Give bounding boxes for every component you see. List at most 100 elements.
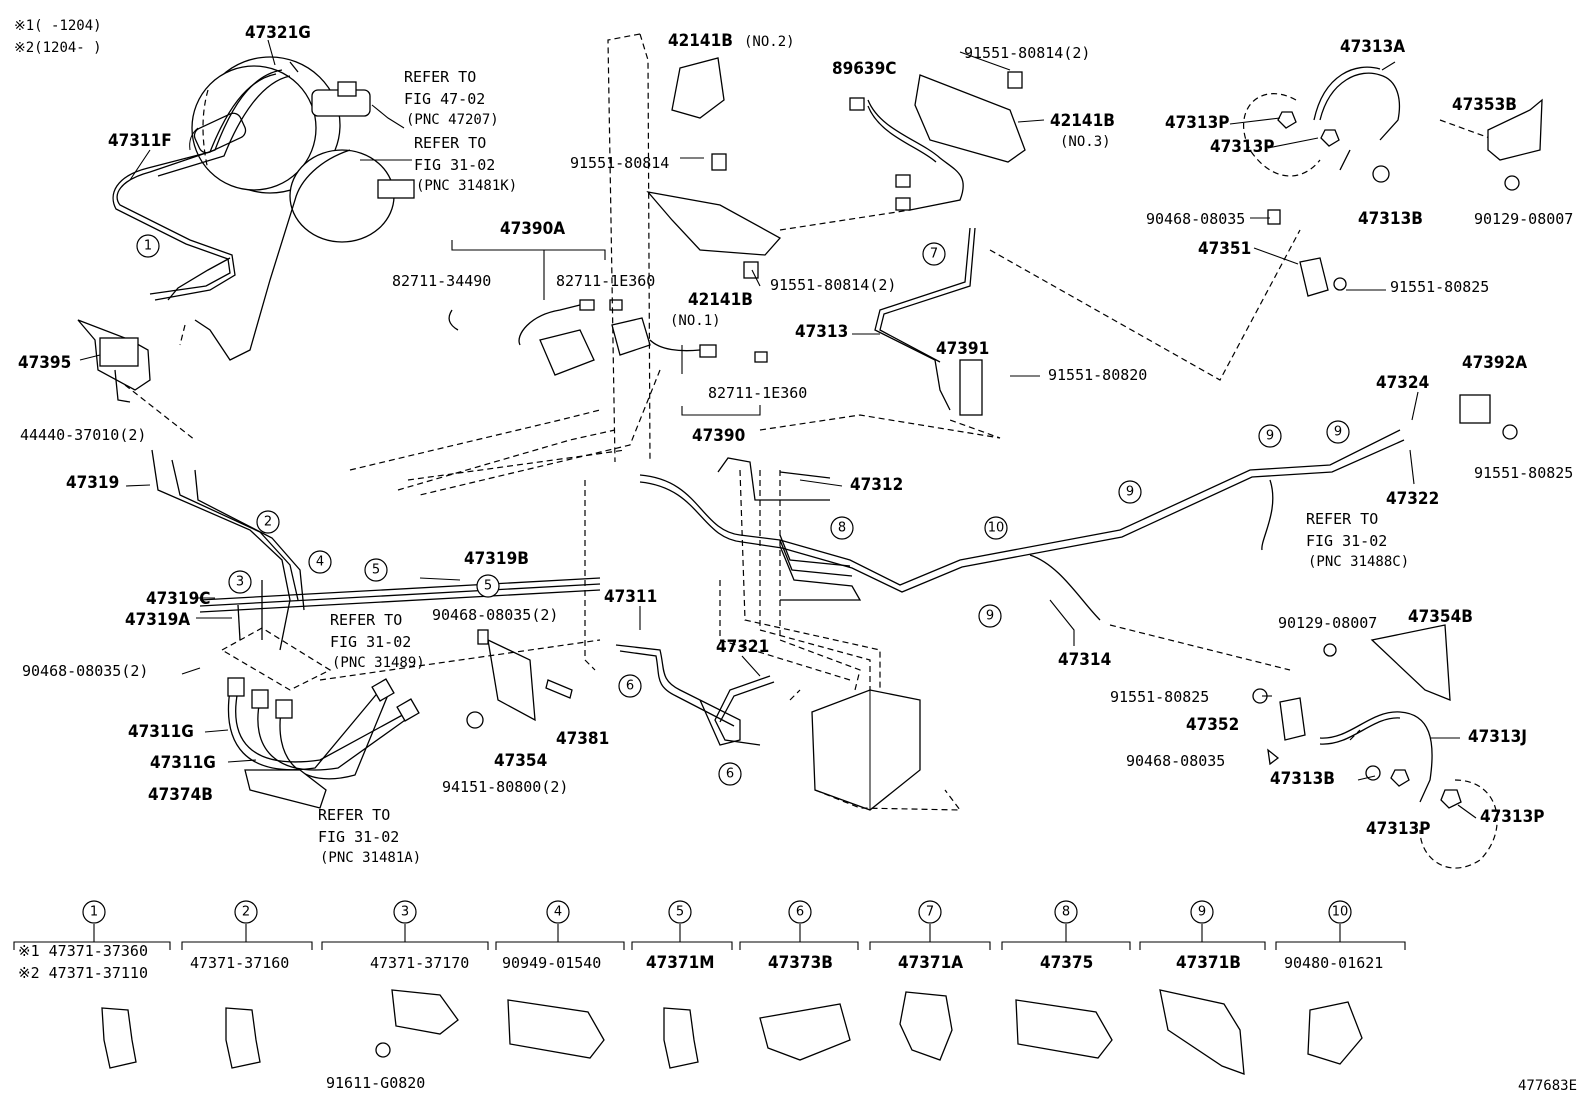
part-47374B[interactable]: 47374B	[148, 785, 213, 805]
part-91551-80820[interactable]: 91551-80820	[1048, 366, 1147, 384]
callout-5b[interactable]: 5	[476, 574, 500, 598]
tube-47311F	[112, 69, 351, 361]
legend-item-10[interactable]: 10 90480-01621	[1284, 900, 1383, 1065]
part-90468-08035-2a[interactable]: 90468-08035(2)	[22, 662, 148, 680]
part-47313B-a[interactable]: 47313B	[1358, 209, 1423, 229]
part-47313J[interactable]: 47313J	[1468, 727, 1527, 747]
part-47392A[interactable]: 47392A	[1462, 353, 1527, 373]
svg-text:(PNC 31488C): (PNC 31488C)	[1308, 554, 1409, 570]
legend-item-2[interactable]: 2 47371-37160	[190, 900, 289, 1069]
clip-icon-2	[225, 1007, 261, 1069]
part-47319C[interactable]: 47319C	[146, 589, 210, 609]
callout-7[interactable]: 7	[922, 242, 946, 266]
callout-3[interactable]: 3	[228, 570, 252, 594]
part-91551-80825-b[interactable]: 91551-80825	[1474, 464, 1573, 482]
callout-9b[interactable]: 9	[1118, 480, 1142, 504]
part-42141B-no2[interactable]: 42141B	[668, 31, 733, 51]
svg-text:5: 5	[372, 563, 380, 578]
part-47353B[interactable]: 47353B	[1452, 95, 1517, 115]
legend-item-4[interactable]: 4 90949-01540	[502, 900, 605, 1059]
part-91551-80825-c[interactable]: 91551-80825	[1110, 688, 1209, 706]
part-47312[interactable]: 47312	[850, 475, 903, 495]
part-42141B-no3[interactable]: 42141B	[1050, 111, 1115, 131]
part-47313P-d[interactable]: 47313P	[1366, 819, 1430, 839]
part-47381[interactable]: 47381	[556, 729, 609, 749]
refer-note-5[interactable]: REFER TO FIG 31-02 (PNC 31488C)	[1306, 510, 1409, 570]
legend-item-3[interactable]: 3 47371-37170 91611-G0820	[326, 900, 469, 1092]
callout-4[interactable]: 4	[308, 550, 332, 574]
part-47313P-b[interactable]: 47313P	[1210, 137, 1274, 157]
part-47319[interactable]: 47319	[66, 473, 119, 493]
part-90468-08035-a[interactable]: 90468-08035	[1146, 210, 1245, 228]
part-47313P-c[interactable]: 47313P	[1480, 807, 1544, 827]
part-47311F[interactable]: 47311F	[108, 131, 172, 151]
part-47352[interactable]: 47352	[1186, 715, 1239, 735]
legend-item-6[interactable]: 6 47373B	[759, 900, 851, 1061]
part-82711-34490[interactable]: 82711-34490	[392, 272, 491, 290]
part-47395[interactable]: 47395	[18, 353, 71, 373]
legend-item-5[interactable]: 5 47371M	[646, 900, 714, 1069]
part-47311G-2[interactable]: 47311G	[150, 753, 216, 773]
part-91551-80825-a[interactable]: 91551-80825	[1390, 278, 1489, 296]
part-47390A[interactable]: 47390A	[500, 219, 565, 239]
part-47313P-a[interactable]: 47313P	[1165, 113, 1229, 133]
hoses-47311G	[220, 627, 420, 809]
part-82711-1E360-a[interactable]: 82711-1E360	[556, 272, 655, 290]
part-91551-80814[interactable]: 91551-80814	[570, 154, 669, 172]
part-47390[interactable]: 47390	[692, 426, 745, 446]
refer-note-4[interactable]: REFER TO FIG 31-02 (PNC 31481A)	[318, 806, 421, 866]
part-47324[interactable]: 47324	[1376, 373, 1429, 393]
part-47313[interactable]: 47313	[795, 322, 848, 342]
part-47321[interactable]: 47321	[716, 637, 769, 657]
callout-9c[interactable]: 9	[1258, 424, 1282, 448]
part-91551-80814-2b[interactable]: 91551-80814(2)	[770, 276, 896, 294]
callout-9a[interactable]: 9	[978, 604, 1002, 628]
callout-8[interactable]: 8	[830, 516, 854, 540]
part-94151-80800[interactable]: 94151-80800(2)	[442, 778, 568, 796]
part-47311[interactable]: 47311	[604, 587, 657, 607]
svg-text:47373B: 47373B	[768, 953, 833, 973]
part-90468-08035-b[interactable]: 90468-08035	[1126, 752, 1225, 770]
bolt-icon-3	[375, 1042, 391, 1058]
refer-note-1[interactable]: REFER TO FIG 47-02 (PNC 47207)	[404, 68, 499, 128]
bracket-47353B	[1487, 98, 1543, 191]
refer-note-3[interactable]: REFER TO FIG 31-02 (PNC 31489)	[330, 611, 425, 671]
clip-icon-1	[101, 1007, 137, 1069]
part-47354B[interactable]: 47354B	[1408, 607, 1473, 627]
callout-2[interactable]: 2	[256, 510, 280, 534]
legend-item-8[interactable]: 8 47375	[1015, 900, 1113, 1059]
legend-item-7[interactable]: 7 47371A	[898, 900, 963, 1061]
part-90129-08007-a[interactable]: 90129-08007	[1474, 210, 1573, 228]
refer-note-2[interactable]: REFER TO FIG 31-02 (PNC 31481K)	[414, 134, 517, 194]
part-47319A[interactable]: 47319A	[125, 610, 190, 630]
callout-6a[interactable]: 6	[618, 674, 642, 698]
part-47313A[interactable]: 47313A	[1340, 37, 1405, 57]
part-47313B-b[interactable]: 47313B	[1270, 769, 1335, 789]
legend-item-1[interactable]: 1 ※1 47371-37360 ※2 47371-37110	[18, 900, 148, 1069]
callout-5a[interactable]: 5	[364, 558, 388, 582]
callout-10[interactable]: 10	[984, 516, 1008, 540]
dashed-leaders	[124, 33, 1496, 741]
part-47321G[interactable]: 47321G	[245, 23, 311, 43]
part-44440-37010[interactable]: 44440-37010(2)	[20, 426, 146, 444]
callout-6b[interactable]: 6	[718, 762, 742, 786]
callout-circles: 1 2 3 4 5 5 6 6 7 8 9 9 9 9 10	[136, 234, 1350, 786]
part-82711-1E360-b[interactable]: 82711-1E360	[708, 384, 807, 402]
part-89639C[interactable]: 89639C	[832, 59, 896, 79]
part-47354[interactable]: 47354	[494, 751, 547, 771]
callout-9d[interactable]: 9	[1326, 420, 1350, 444]
part-47319B[interactable]: 47319B	[464, 549, 529, 569]
part-47351[interactable]: 47351	[1198, 239, 1251, 259]
part-47322[interactable]: 47322	[1386, 489, 1439, 509]
callout-1[interactable]: 1	[136, 234, 160, 258]
part-42141B-no1[interactable]: 42141B	[688, 290, 753, 310]
part-47391[interactable]: 47391	[936, 339, 989, 359]
part-91551-80814-2a[interactable]: 91551-80814(2)	[964, 44, 1090, 62]
part-90129-08007-b[interactable]: 90129-08007	[1278, 614, 1377, 632]
svg-text:47371-37170: 47371-37170	[370, 954, 469, 972]
part-90468-08035-2b[interactable]: 90468-08035(2)	[432, 606, 558, 624]
part-47314[interactable]: 47314	[1058, 650, 1111, 670]
legend-item-9[interactable]: 9 47371B	[1159, 900, 1245, 1075]
part-47311G-1[interactable]: 47311G	[128, 722, 194, 742]
clip-icon-9	[1159, 989, 1245, 1075]
